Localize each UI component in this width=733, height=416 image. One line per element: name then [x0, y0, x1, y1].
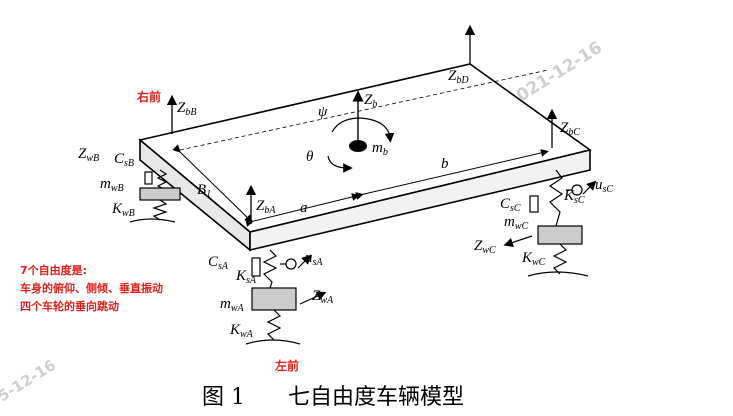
dim-line-b	[355, 149, 549, 200]
actuator-a	[285, 258, 297, 270]
label-zbb: ZbB	[177, 100, 196, 118]
wheel-c-assembly	[503, 169, 597, 277]
label-b1: B1	[197, 182, 211, 200]
label-a: a	[300, 200, 308, 216]
label-kwb: KwB	[111, 201, 135, 219]
label-zbd: ZbD	[448, 68, 469, 86]
wheel-a-mass	[251, 287, 297, 311]
label-mwa: mwA	[220, 296, 245, 314]
label-zwb: ZwB	[78, 146, 99, 164]
label-csa: CsA	[208, 254, 229, 272]
label-usa: usA	[305, 250, 323, 268]
symbol-labels: ZbD Zb ψ ZbB ZbC θ mb b a B1 ZbA ZwB CsB…	[78, 68, 613, 340]
tire-spring-c	[552, 243, 568, 275]
damper-c	[529, 195, 539, 213]
caption-figure-number: 图 1	[202, 385, 245, 410]
spring-c	[548, 169, 564, 227]
spring-a	[262, 249, 278, 289]
label-ksc: KsC	[563, 188, 585, 206]
label-zbc: ZbC	[560, 120, 580, 138]
label-psi: ψ	[318, 104, 328, 120]
dim-line-b1	[172, 144, 253, 223]
label-zwc: ZwC	[474, 238, 496, 256]
label-mwb: mwB	[100, 176, 124, 194]
label-zwa: ZwA	[312, 288, 334, 306]
actuator-c	[571, 184, 583, 196]
usa-arrow	[297, 254, 312, 269]
label-mb: mb	[372, 140, 388, 158]
label-zba: ZbA	[256, 198, 276, 216]
label-csc: CsC	[500, 196, 521, 214]
dim-line-a	[245, 193, 360, 227]
wheel-c-mass	[537, 225, 583, 245]
label-csb: CsB	[114, 151, 134, 169]
roll-arc	[327, 155, 353, 173]
watermark-corner-text: 5-12-16	[0, 356, 59, 406]
pitch-arc	[331, 117, 395, 143]
spring-b	[156, 169, 168, 189]
ground-a	[245, 339, 301, 345]
label-usc: usC	[595, 177, 613, 195]
label-kwa: KwA	[229, 322, 254, 340]
label-ksa: KsA	[235, 268, 257, 286]
damper-a	[251, 257, 261, 277]
label-theta: θ	[306, 149, 314, 165]
caption-title: 七自由度车辆模型	[288, 385, 464, 410]
wheel-b-mass	[139, 187, 181, 201]
tire-spring-b	[152, 199, 168, 221]
annotation-dof-title: 7个自由度是:	[20, 263, 87, 277]
ground-c	[527, 271, 589, 277]
annotation-dof-line1: 车身的俯仰、侧倾、垂直振动	[20, 281, 163, 295]
label-mwc: mwC	[504, 214, 529, 232]
annotation-right-front: 右前	[136, 89, 161, 104]
label-zb: Zb	[364, 92, 377, 110]
zwc-axis	[503, 235, 533, 248]
annotation-dof-line2: 四个车轮的垂向跳动	[20, 299, 119, 313]
label-kwc: KwC	[521, 250, 546, 268]
zwa-axis	[299, 291, 327, 305]
ground-b	[129, 218, 176, 223]
wheel-b-assembly	[129, 169, 181, 223]
wheel-a-assembly	[245, 249, 327, 345]
label-b: b	[441, 156, 449, 172]
annotation-left-front: 左前	[274, 358, 299, 373]
tire-spring-a	[266, 309, 282, 341]
damper-b	[144, 171, 153, 185]
usc-arrow	[582, 180, 597, 195]
